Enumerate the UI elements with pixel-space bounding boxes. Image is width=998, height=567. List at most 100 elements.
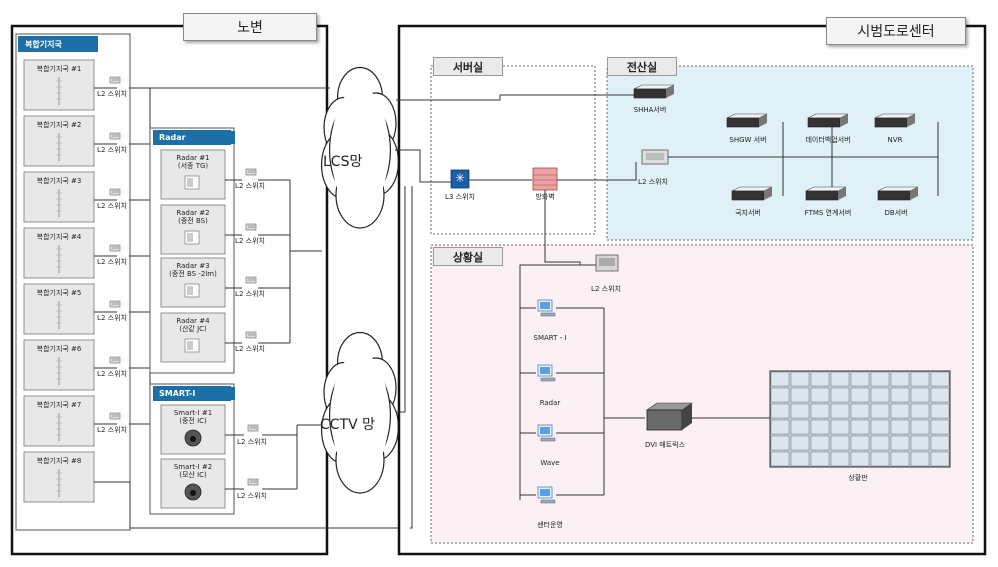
video-wall-panel	[850, 419, 870, 435]
video-wall-panel	[890, 435, 910, 451]
video-wall-panel	[810, 387, 830, 403]
smart-location-label: (모산 IC)	[179, 470, 207, 479]
video-wall-panel	[790, 435, 810, 451]
cctv-to-center-line	[396, 186, 406, 413]
video-wall-panel	[830, 387, 850, 403]
video-wall-panel	[870, 371, 890, 387]
l3-switch-label: L3 스위치	[445, 192, 475, 201]
firewall-icon	[532, 167, 558, 191]
l2-switch-label: L2 스위치	[97, 201, 127, 210]
keyboard-icon	[540, 499, 556, 504]
nvr-server-icon	[874, 117, 908, 128]
switch-port-icon	[112, 302, 119, 305]
cctv-network-label: CCTV 망	[320, 417, 376, 433]
video-wall-panel	[890, 371, 910, 387]
video-wall-panel	[810, 419, 830, 435]
video-wall-panel	[770, 371, 790, 387]
nvr-server-label: NVR	[888, 136, 903, 144]
server-room-title: 서버실	[433, 57, 503, 76]
radar-name-label: Radar #1	[176, 154, 209, 162]
keyboard-icon	[540, 377, 556, 382]
local-server-icon-side	[764, 187, 772, 200]
video-wall-panel	[930, 451, 950, 467]
shgw-server-label: SHGW 서버	[729, 135, 766, 144]
pc-label-2: Radar	[540, 399, 561, 407]
video-wall-panel	[790, 419, 810, 435]
shha-server-icon	[633, 88, 667, 99]
local-server-icon	[731, 190, 765, 201]
firewall-to-l2-line	[557, 162, 637, 181]
video-wall-label: 상황판	[848, 473, 868, 482]
video-wall-panel	[770, 387, 790, 403]
dvi-matrix-side	[682, 403, 692, 430]
camera-lens-icon	[190, 436, 196, 442]
complex-station-label: 복합기지국 #1	[37, 64, 82, 73]
video-wall-panel	[890, 419, 910, 435]
radar-location-label: (중전 BS -2lm)	[169, 269, 217, 278]
l2-switch-label: L2 스위치	[235, 344, 265, 353]
smart-name-label: Smart-I #1	[174, 409, 212, 417]
video-wall-panel	[930, 419, 950, 435]
video-wall-panel	[850, 371, 870, 387]
situation-room-title: 상황실	[433, 247, 503, 266]
video-wall-panel	[930, 435, 950, 451]
switch-port-icon	[112, 246, 119, 249]
complex-station-label: 복합기지국 #8	[37, 456, 82, 465]
situation-l2-switch-face-icon	[599, 258, 615, 266]
radar-name-label: Radar #3	[176, 262, 209, 270]
station8-to-center-line	[410, 186, 413, 529]
complex-group-title: 복합기지국	[21, 38, 97, 51]
dvi-matrix-label: DVI 매트릭스	[645, 441, 686, 449]
radar-sensor-face-icon	[187, 233, 193, 242]
center-l2-switch-face-icon	[646, 153, 664, 160]
keyboard-icon	[540, 312, 556, 317]
db-server-icon-side	[910, 187, 918, 200]
switch-port-icon	[248, 225, 255, 228]
video-wall-panel	[790, 451, 810, 467]
backup-server-label: 데이터백업서버	[805, 135, 850, 144]
radar-name-label: Radar #2	[176, 209, 209, 217]
video-wall-panel	[830, 435, 850, 451]
radar-name-label: Radar #4	[176, 317, 210, 325]
ftms-server-icon-side	[838, 187, 846, 200]
local-server-label: 국지서버	[735, 208, 761, 217]
video-wall-panel	[830, 451, 850, 467]
complex-station-label: 복합기지국 #7	[37, 400, 82, 409]
shha-server-label: SHHA서버	[634, 105, 667, 114]
video-wall-panel	[770, 403, 790, 419]
video-wall-panel	[790, 371, 810, 387]
video-wall-panel	[810, 435, 830, 451]
radar-unit-1	[160, 149, 226, 200]
radar-location-label: (중전 BS)	[178, 216, 208, 225]
server-room-area	[430, 65, 596, 235]
lcs-to-shha-line	[396, 94, 640, 101]
complex-station-label: 복합기지국 #4	[37, 232, 82, 241]
center-title: 시범도로센터	[826, 17, 966, 45]
keyboard-icon	[540, 437, 556, 442]
video-wall-panel	[870, 387, 890, 403]
video-wall-panel	[930, 387, 950, 403]
video-wall-panel	[870, 403, 890, 419]
lcs-network-cloud	[321, 66, 400, 229]
switch-port-icon	[250, 426, 257, 429]
nvr-server-icon-side	[907, 114, 915, 127]
l2-switch-label: L2 스위치	[97, 425, 127, 434]
video-wall-panel	[910, 451, 930, 467]
switch-port-icon	[112, 358, 119, 361]
video-wall-panel	[770, 451, 790, 467]
video-wall-panel	[890, 387, 910, 403]
l2-switch-label: L2 스위치	[235, 181, 265, 190]
complex-station-label: 복합기지국 #3	[37, 176, 82, 185]
shha-server-icon-side	[666, 85, 674, 98]
station8-link-line	[94, 481, 410, 529]
video-wall-panel	[870, 419, 890, 435]
l2-switch-label: L2 스위치	[235, 236, 265, 245]
video-wall-panel	[830, 371, 850, 387]
l2-switch-label: L2 스위치	[97, 369, 127, 378]
switch-port-icon	[112, 414, 119, 417]
video-wall-panel	[830, 403, 850, 419]
monitor-screen-icon	[540, 427, 550, 434]
video-wall-panel	[890, 403, 910, 419]
shgw-server-icon-side	[759, 114, 767, 127]
smart-name-label: Smart-I #2	[174, 463, 212, 471]
